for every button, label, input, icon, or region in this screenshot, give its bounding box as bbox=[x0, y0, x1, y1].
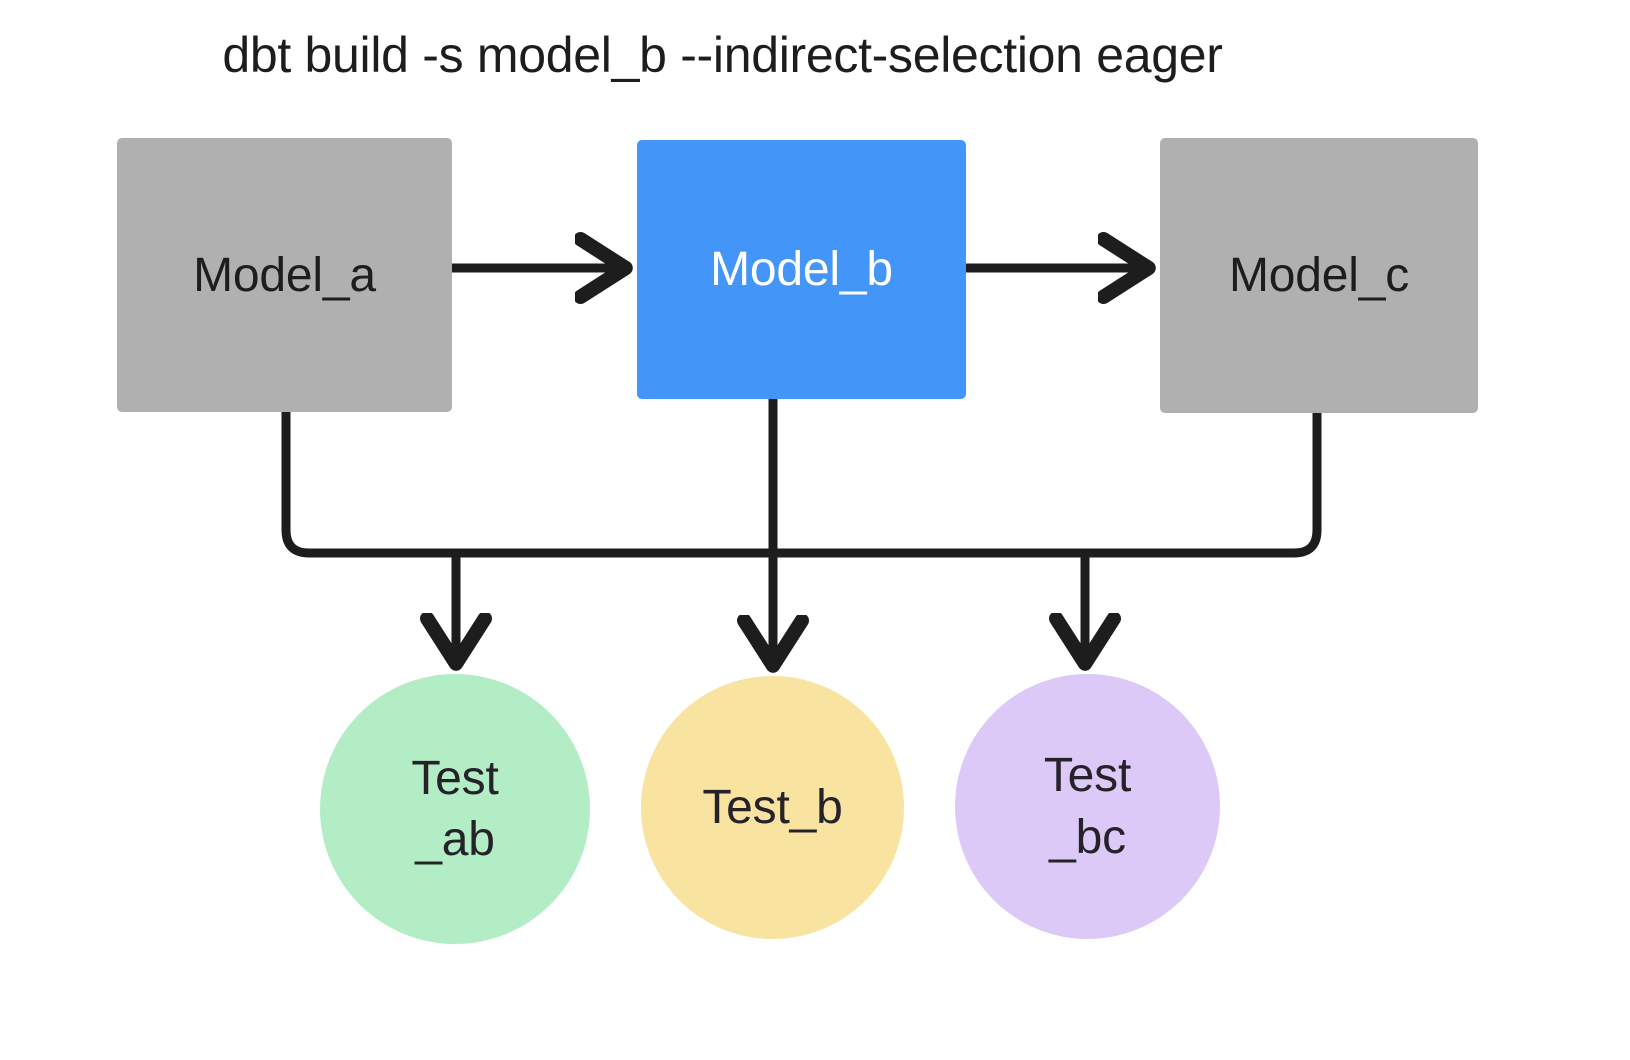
node-test-b-label-line1: Test_b bbox=[702, 780, 843, 834]
node-model-a[interactable]: Model_a bbox=[117, 138, 452, 412]
node-test-bc[interactable]: Test _bc bbox=[955, 674, 1220, 939]
node-model-b-label: Model_b bbox=[710, 243, 893, 296]
diagram-title: dbt build -s model_b --indirect-selectio… bbox=[222, 27, 1223, 83]
node-test-bc-label-line1: Test bbox=[1043, 749, 1132, 803]
node-model-a-label: Model_a bbox=[193, 248, 376, 302]
node-test-ab[interactable]: Test _ab bbox=[320, 674, 590, 944]
node-test-ab-label-line2: _ab bbox=[415, 813, 495, 866]
edge-model-c-to-bus bbox=[1103, 413, 1322, 558]
node-model-c[interactable]: Model_c bbox=[1160, 138, 1478, 413]
node-test-ab-label-line1: Test bbox=[411, 751, 499, 805]
edge-model-a-to-bus bbox=[281, 412, 437, 558]
node-model-b[interactable]: Model_b bbox=[637, 140, 966, 399]
node-test-b[interactable]: Test_b bbox=[641, 676, 904, 939]
node-model-c-label: Model_c bbox=[1228, 249, 1410, 302]
node-test-bc-label-line2: _bc bbox=[1049, 810, 1126, 864]
